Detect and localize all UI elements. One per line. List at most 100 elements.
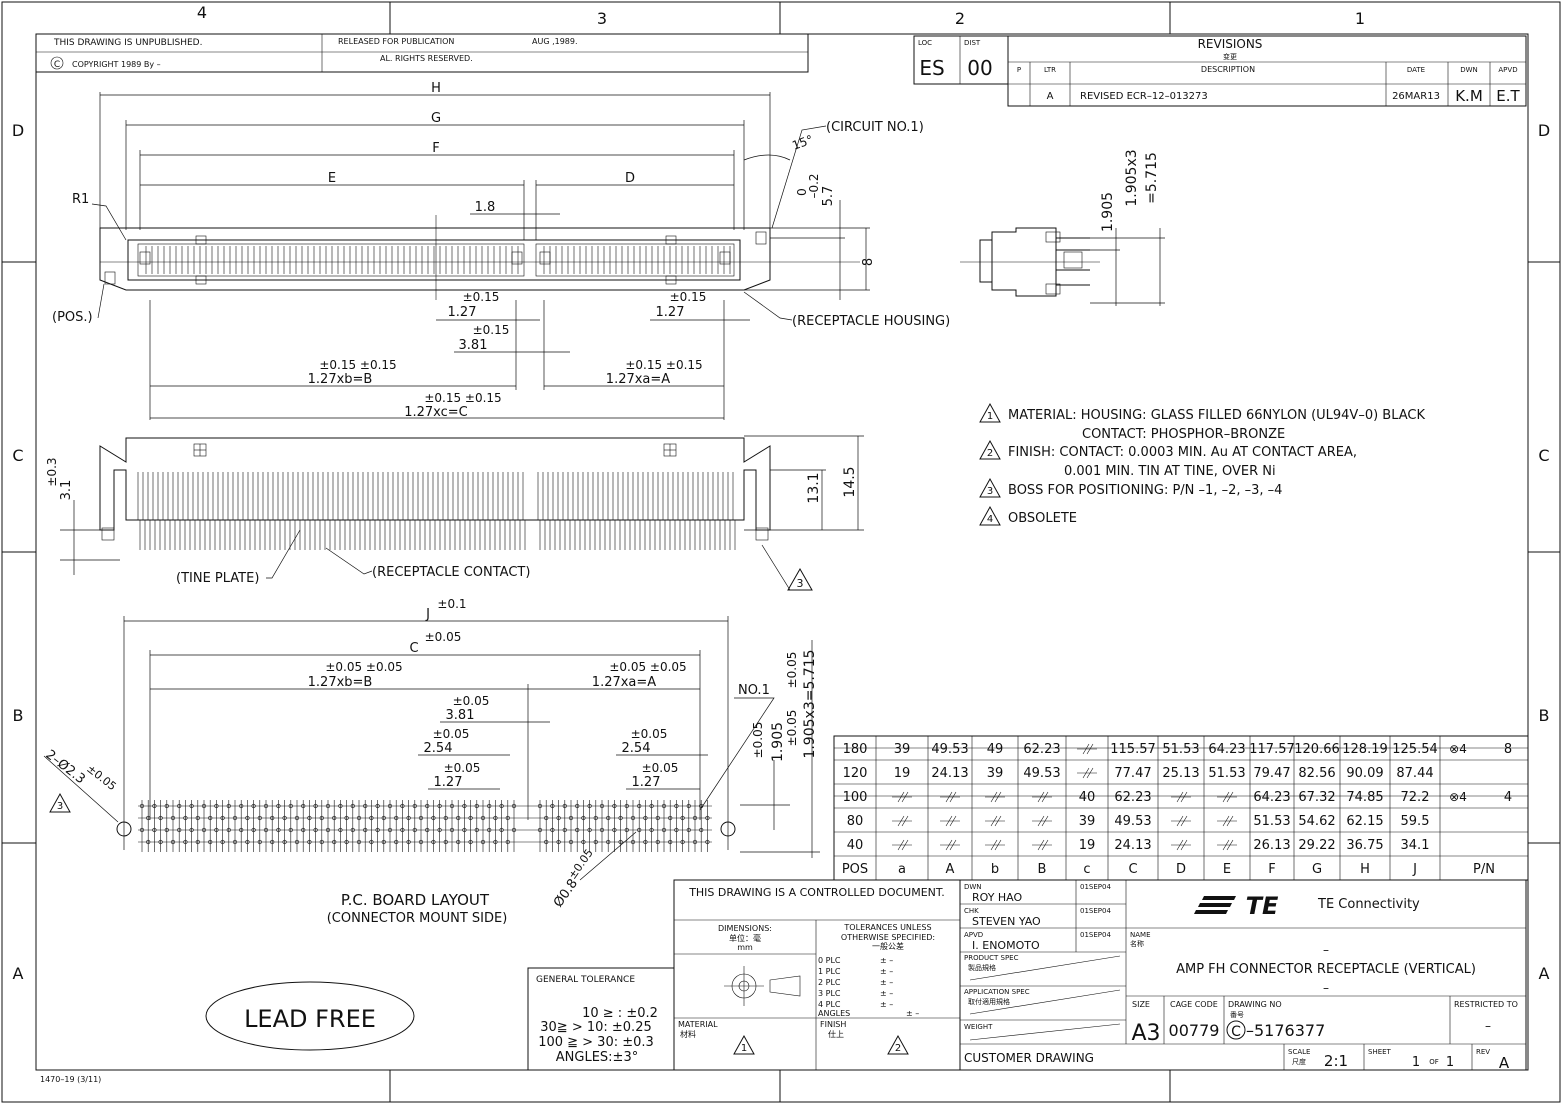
svg-text:± –: ± – [906,1009,919,1018]
table-cell: 39 [987,766,1004,781]
svg-text:APVD: APVD [964,931,983,939]
svg-text:±0.05: ±0.05 [433,727,470,741]
table-cell: 115.57 [1110,742,1156,757]
svg-text:变更: 变更 [1223,52,1237,61]
table-cell: 24.13 [1114,838,1151,853]
svg-text:4 PLC: 4 PLC [818,1000,841,1009]
svg-text:2.54: 2.54 [424,741,453,756]
zone-col-3: 3 [597,9,607,28]
loc-value: ES [919,56,944,80]
table-header-cell: E [1223,862,1231,877]
svg-text:SCALE: SCALE [1288,1048,1310,1056]
table-strike-mark [1032,839,1052,851]
svg-text:1.27: 1.27 [656,305,685,320]
table-cell: 51.53 [1162,742,1199,757]
svg-text:–: – [1323,943,1329,957]
table-cell: 79.47 [1253,766,1290,781]
r1-label: R1 [72,192,89,207]
svg-text:±0.15: ±0.15 [463,290,500,304]
svg-text:±0.05: ±0.05 [425,630,462,644]
svg-text:CAGE CODE: CAGE CODE [1170,1000,1218,1009]
zone-col-1: 1 [1355,9,1365,28]
revision-letter: A [1499,1054,1510,1072]
table-strike-mark [1217,839,1237,851]
table-cell: 128.19 [1342,742,1388,757]
released-note: RELEASED FOR PUBLICATION [338,37,454,46]
table-header-cell: P/N [1473,862,1495,877]
svg-text:1.27xb=B: 1.27xb=B [308,675,373,690]
svg-text:WEIGHT: WEIGHT [964,1023,993,1031]
svg-text:± –: ± – [880,1000,893,1009]
zone-row-d: D [12,121,24,140]
receptacle-contact-label: (RECEPTACLE CONTACT) [372,565,530,580]
notes-block: 1 MATERIAL: HOUSING: GLASS FILLED 66NYLO… [979,402,1426,526]
table-cell: 24.13 [931,766,968,781]
table-cell: 74.85 [1346,790,1383,805]
table-cell: 29.22 [1298,838,1335,853]
table-cell: 72.2 [1401,790,1430,805]
pcb-hole-grid [138,800,712,852]
pcb-layout: J ±0.1 C ±0.05 ±0.05 ±0.05 1.27xb=B ±0.0… [43,597,820,926]
table-strike-mark [1217,815,1237,827]
svg-text:G: G [431,111,441,126]
table-cell: 51.53 [1253,814,1290,829]
table-cell: 180 [843,742,868,757]
table-strike-mark [1171,839,1191,851]
svg-text:D: D [625,171,635,186]
table-strike-mark [1077,743,1097,755]
svg-text:一般公差: 一般公差 [872,941,904,951]
svg-text:NAME: NAME [1130,931,1151,939]
checked-by: STEVEN YAO [972,915,1041,928]
table-header-cell: C [1128,862,1137,877]
top-view-contacts [145,246,731,274]
svg-text:1.27xc=C: 1.27xc=C [404,405,468,420]
svg-text:P: P [1017,66,1021,74]
table-header-cell: b [991,862,999,877]
svg-text:DIMENSIONS:: DIMENSIONS: [718,924,772,933]
svg-text:1.27xa=A: 1.27xa=A [592,675,656,690]
svg-text:1: 1 [987,411,993,422]
svg-text:DIST: DIST [964,39,981,47]
table-cell: 40 [847,838,864,853]
table-strike-mark [892,815,912,827]
svg-text:10 ≥ : ±0.2: 10 ≥ : ±0.2 [582,1006,658,1021]
pcb-layout-subtitle: (CONNECTOR MOUNT SIDE) [327,911,508,926]
copyright-note: COPYRIGHT 1989 By – [72,60,161,69]
table-cell: 39 [1079,814,1096,829]
svg-text:±0.05: ±0.05 [84,762,119,793]
svg-text:0 PLC: 0 PLC [818,956,841,965]
table-strike-mark [985,791,1005,803]
svg-text:2: 2 [987,448,993,459]
table-cell: 77.47 [1114,766,1151,781]
table-header-cell: H [1360,862,1370,877]
front-view: 13.1 14.5 ±0.3 3.1 (TINE PLATE) (RECEPTA… [45,435,864,591]
svg-text:±0.05: ±0.05 [453,694,490,708]
table-cell: 51.53 [1208,766,1245,781]
svg-text:±0.05 ±0.05: ±0.05 ±0.05 [609,660,686,674]
svg-text:3.1: 3.1 [59,480,74,501]
svg-text:01SEP04: 01SEP04 [1080,931,1111,939]
svg-text:1.8: 1.8 [475,200,496,215]
table-strike-mark [892,839,912,851]
table-cell: 36.75 [1346,838,1383,853]
zone-row-b: B [13,706,24,725]
svg-text:LOC: LOC [918,39,932,47]
svg-text:100 ≧ > 30: ±0.3: 100 ≧ > 30: ±0.3 [538,1035,654,1050]
zone-col-4: 4 [197,3,207,22]
rights-note: AL. RIGHTS RESERVED. [380,54,473,63]
table-cell: 25.13 [1162,766,1199,781]
table-header-cell: B [1038,862,1047,877]
svg-text:13.1: 13.1 [806,472,822,503]
positioning-hole-right [720,821,736,837]
customer-drawing: CUSTOMER DRAWING [964,1051,1094,1065]
loc-dist-box: LOC DIST ES 00 [913,35,1009,85]
frame-border [35,33,1529,1071]
svg-text:3.81: 3.81 [446,708,475,723]
svg-text:OF: OF [1429,1058,1439,1066]
controlled-document-note: THIS DRAWING IS A CONTROLLED DOCUMENT. [688,886,945,899]
svg-text:±0.05: ±0.05 [785,710,799,747]
svg-text:± –: ± – [880,989,893,998]
svg-text:材料: 材料 [680,1029,696,1039]
table-header-cell: F [1268,862,1275,877]
